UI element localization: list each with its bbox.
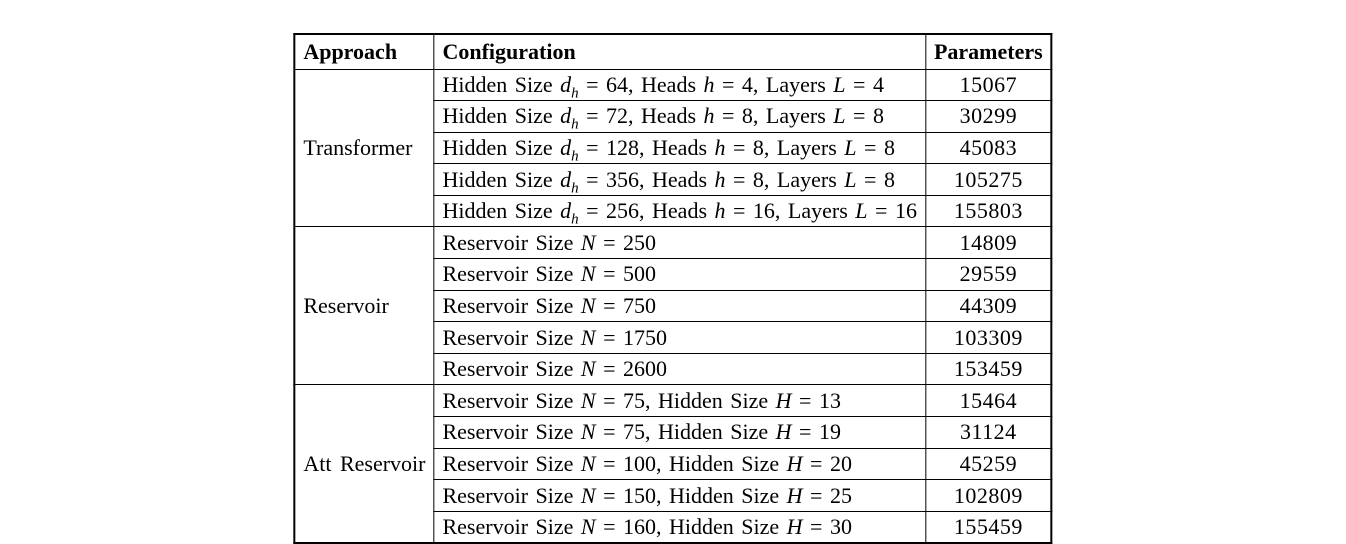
parameters-cell: 15464: [924, 384, 1053, 418]
header-configuration: Configuration: [433, 33, 926, 70]
table-row: Hidden Size dh = 256, Heads h = 16, Laye…: [294, 194, 1053, 228]
parameters-cell: 102809: [924, 479, 1053, 512]
table-row: Reservoir Size N = 100, Hidden Size H = …: [294, 447, 1053, 481]
parameters-cell: 29559: [924, 258, 1053, 291]
table-row: Reservoir Size N = 2600 153459: [294, 352, 1053, 386]
table-row: Reservoir Size N = 160, Hidden Size H = …: [294, 510, 1053, 544]
approach-cell-reservoir: Reservoir: [293, 226, 435, 386]
parameters-cell: 105275: [924, 163, 1053, 196]
table-row: Hidden Size dh = 128, Heads h = 8, Layer…: [294, 131, 1053, 165]
table-row: Transformer Hidden Size dh = 64, Heads h…: [293, 68, 1053, 228]
config-cell: Reservoir Size N = 500: [433, 258, 926, 291]
parameters-cell: 45259: [924, 447, 1053, 481]
config-cell: Reservoir Size N = 75, Hidden Size H = 1…: [433, 384, 926, 418]
table-row: Att Reservoir Reservoir Size N = 75, Hid…: [293, 384, 1053, 544]
header-parameters: Parameters: [924, 33, 1053, 70]
config-cell: Hidden Size dh = 256, Heads h = 16, Laye…: [433, 194, 926, 228]
table-row: Reservoir Size N = 500 29559: [294, 258, 1053, 291]
config-cell: Reservoir Size N = 150, Hidden Size H = …: [433, 479, 926, 512]
header-row: Approach Configuration Parameters: [293, 33, 1053, 70]
parameters-cell: 155803: [924, 194, 1053, 228]
config-cell: Hidden Size dh = 356, Heads h = 8, Layer…: [433, 163, 926, 196]
header-approach: Approach: [293, 33, 435, 70]
parameters-cell: 44309: [924, 289, 1053, 323]
parameters-cell: 31124: [924, 416, 1053, 449]
config-cell: Hidden Size dh = 128, Heads h = 8, Layer…: [433, 131, 926, 165]
parameters-cell: 103309: [924, 321, 1053, 354]
config-cell: Reservoir Size N = 2600: [433, 352, 926, 386]
table-row: Reservoir Size N = 150, Hidden Size H = …: [294, 479, 1053, 512]
approach-cell-att-reservoir: Att Reservoir: [293, 384, 435, 544]
parameters-cell: 45083: [924, 131, 1053, 165]
parameters-cell: 30299: [924, 100, 1053, 133]
config-cell: Hidden Size dh = 72, Heads h = 8, Layers…: [433, 100, 926, 133]
table-row: Hidden Size dh = 356, Heads h = 8, Layer…: [294, 163, 1053, 196]
model-configuration-table: Approach Configuration Parameters Transf…: [293, 33, 1053, 544]
parameters-cell: 15067: [924, 68, 1053, 102]
parameters-cell: 14809: [924, 226, 1053, 260]
table-row: Hidden Size dh = 72, Heads h = 8, Layers…: [294, 100, 1053, 133]
config-cell: Reservoir Size N = 1750: [433, 321, 926, 354]
parameters-cell: 153459: [924, 352, 1053, 386]
config-cell: Reservoir Size N = 75, Hidden Size H = 1…: [433, 416, 926, 449]
config-cell: Reservoir Size N = 160, Hidden Size H = …: [433, 510, 926, 544]
config-cell: Reservoir Size N = 750: [433, 289, 926, 323]
config-cell: Reservoir Size N = 100, Hidden Size H = …: [433, 447, 926, 481]
table-row: Reservoir Reservoir Size N = 250 14809: [293, 226, 1053, 386]
parameters-cell: 155459: [924, 510, 1053, 544]
table-container: Approach Configuration Parameters Transf…: [293, 33, 1053, 544]
config-cell: Hidden Size dh = 64, Heads h = 4, Layers…: [433, 68, 926, 102]
approach-cell-transformer: Transformer: [293, 68, 435, 228]
config-cell: Reservoir Size N = 250: [433, 226, 926, 260]
